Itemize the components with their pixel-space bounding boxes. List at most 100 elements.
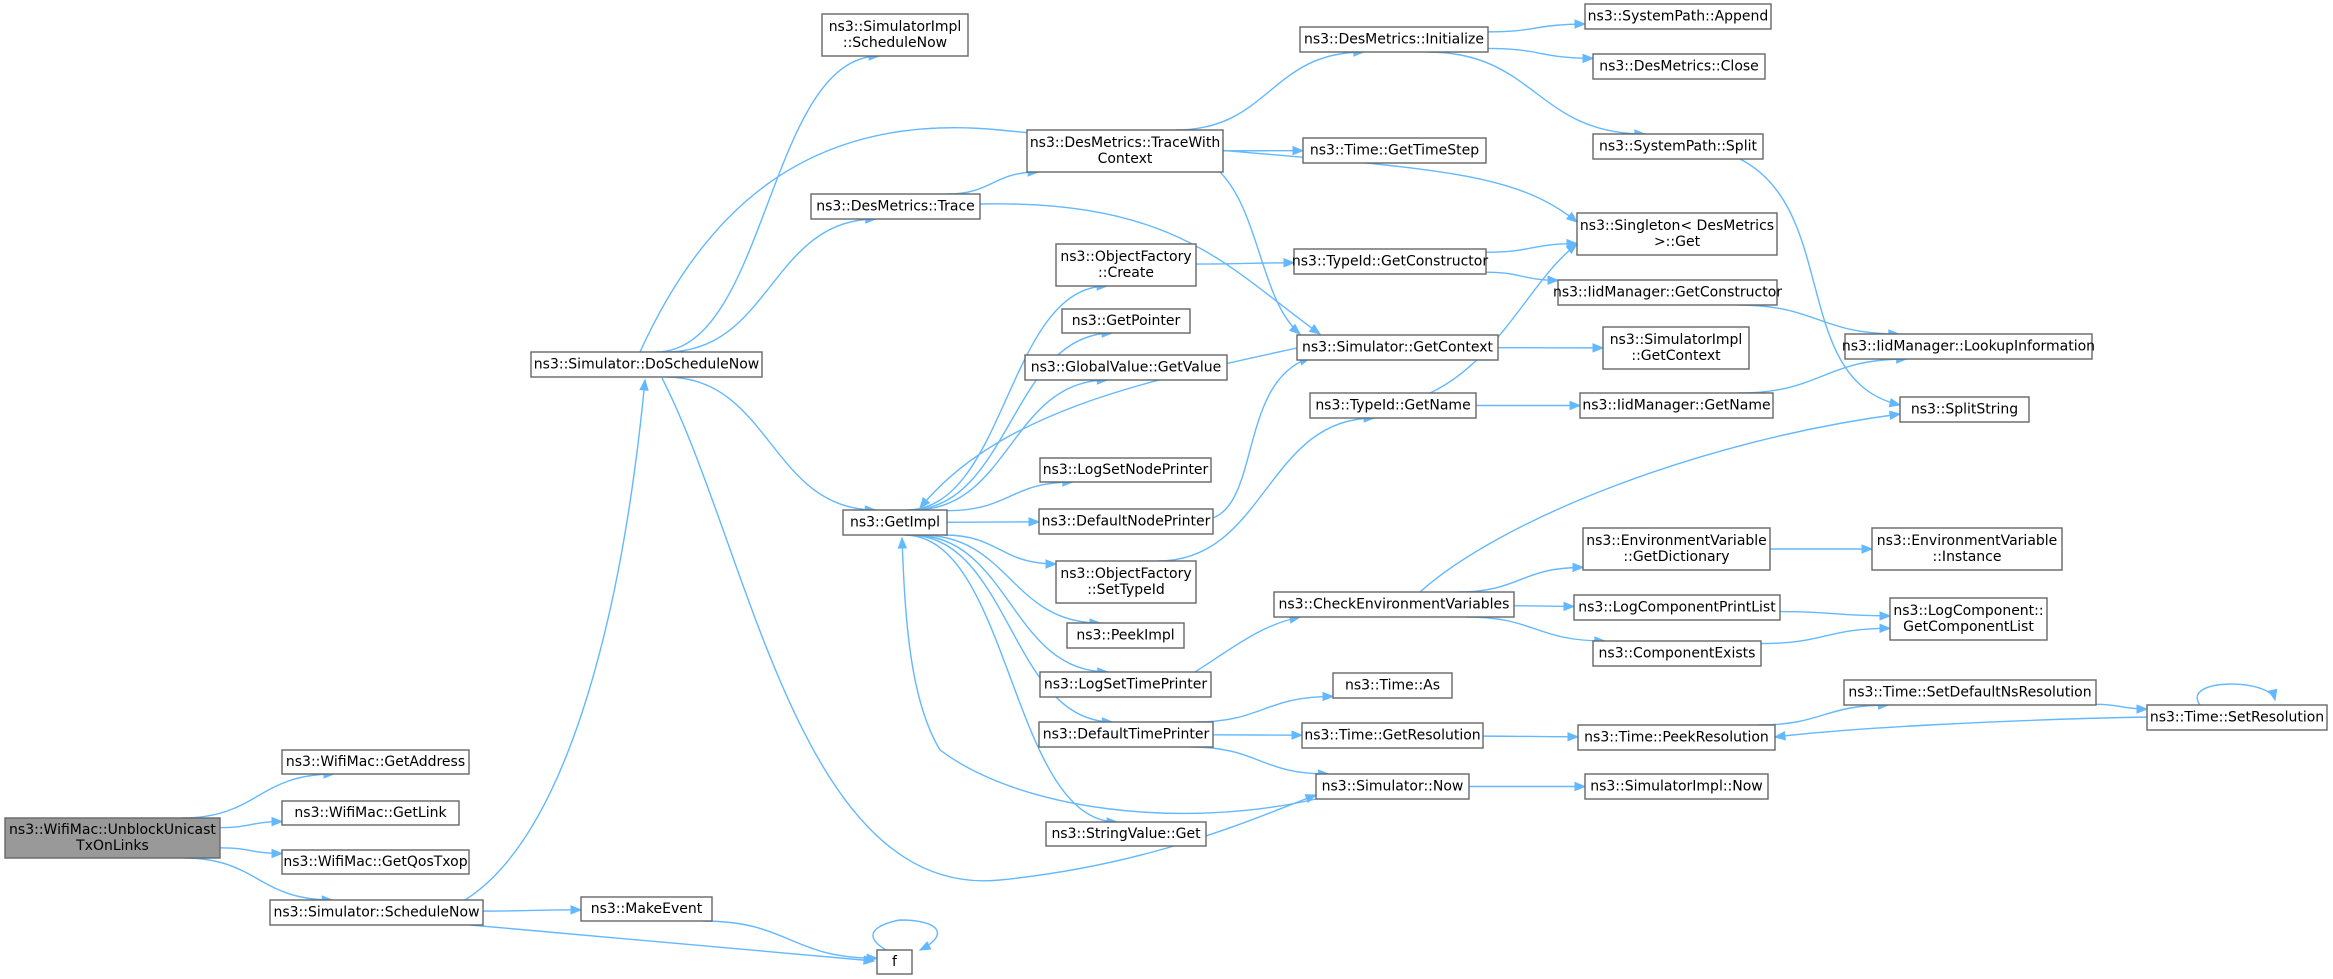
node-label: ns3::IidManager::GetConstructor [1553,285,1782,301]
node-splitstring[interactable]: ns3::SplitString [1899,396,2030,423]
edge-typeidgetname-to-iidgetname [1476,400,1582,411]
node-checkenv[interactable]: ns3::CheckEnvironmentVariables [1273,591,1515,618]
node-logcompprint[interactable]: ns3::LogComponentPrintList [1573,594,1781,621]
node-label: ns3::SimulatorImpl::Now [1590,779,1763,795]
edge-checkenv-to-envgetdict [1457,562,1585,593]
node-label: ns3::LogComponent:: [1893,603,2043,619]
node-box [1039,671,1212,698]
node-label: ns3::SystemPath::Split [1599,139,1757,155]
node-label: TxOnLinks [75,838,149,854]
node-label: ns3::Time::SetResolution [2150,710,2324,726]
node-peekimpl[interactable]: ns3::PeekImpl [1066,622,1185,649]
node-simimplsched[interactable]: ns3::SimulatorImpl::ScheduleNow [821,13,969,57]
node-label: ns3::WifiMac::GetQosTxop [283,854,467,870]
edge-tracewithctx-to-timestep [1222,145,1305,156]
node-timesetres[interactable]: ns3::Time::SetResolution [2146,704,2328,731]
node-getqostxop[interactable]: ns3::WifiMac::GetQosTxop [281,849,470,875]
node-timesetdefns[interactable]: ns3::Time::SetDefaultNsResolution [1843,679,2097,706]
node-typeidgetctor[interactable]: ns3::TypeId::GetConstructor [1292,248,1488,275]
node-box [1273,591,1515,618]
edge-typeidgetname-to-singletonget [1429,243,1579,394]
node-syspathsplit[interactable]: ns3::SystemPath::Split [1592,133,1764,160]
node-ofsettypeid[interactable]: ns3::ObjectFactory::SetTypeId [1055,560,1197,604]
edge-checkenv-to-splitstring [1419,410,1902,593]
node-envinstance[interactable]: ns3::EnvironmentVariable::Instance [1871,527,2063,571]
node-label: ns3::ComponentExists [1599,646,1756,662]
node-syspathappend[interactable]: ns3::SystemPath::Append [1584,3,1772,30]
edge-doschednow-to-simnow [661,377,1318,882]
node-timegetres[interactable]: ns3::Time::GetResolution [1301,722,1484,749]
node-gvgetvalue[interactable]: ns3::GlobalValue::GetValue [1024,354,1228,381]
node-iidgetctor[interactable]: ns3::IidManager::GetConstructor [1553,279,1782,306]
edge-tracewithctx-to-simgetctx [1217,169,1302,335]
node-getlink[interactable]: ns3::WifiMac::GetLink [281,800,460,826]
node-envgetdict[interactable]: ns3::EnvironmentVariable::GetDictionary [1582,527,1771,571]
node-getimpl[interactable]: ns3::GetImpl [842,509,948,536]
node-label: ::GetContext [1631,348,1721,364]
edge-simnow-to-getimpl [897,536,1317,815]
node-getpointer[interactable]: ns3::GetPointer [1061,308,1191,334]
node-box [1024,354,1228,381]
node-box [1055,243,1197,287]
node-label: >::Get [1654,234,1701,250]
node-simgetctx[interactable]: ns3::Simulator::GetContext [1296,334,1499,361]
node-desclose[interactable]: ns3::DesMetrics::Close [1592,53,1766,80]
edge-desinit-to-syspathappend [1487,19,1587,33]
node-label: ns3::IidManager::GetName [1582,398,1770,414]
edge-doschednow-to-desmetricstrace [666,214,878,353]
node-deftimeprinter[interactable]: ns3::DefaultTimePrinter [1038,721,1214,748]
node-timepeekres[interactable]: ns3::Time::PeekResolution [1577,724,1776,751]
node-box [1315,773,1470,800]
node-ofcreate[interactable]: ns3::ObjectFactory::Create [1055,243,1197,287]
node-defnodeprinter[interactable]: ns3::DefaultNodePrinter [1038,508,1214,535]
node-box [281,749,470,775]
node-logsettime[interactable]: ns3::LogSetTimePrinter [1039,671,1212,698]
node-label: ns3::WifiMac::UnblockUnicast [9,822,216,838]
node-schednow[interactable]: ns3::Simulator::ScheduleNow [269,899,484,926]
node-label: ns3::DesMetrics::TraceWith [1030,135,1220,151]
node-box [876,949,913,975]
node-desmetricstrace[interactable]: ns3::DesMetrics::Trace [810,193,981,220]
node-getaddress[interactable]: ns3::WifiMac::GetAddress [281,749,470,775]
node-iidgetname[interactable]: ns3::IidManager::GetName [1579,392,1774,419]
node-box [281,800,460,826]
node-simnow[interactable]: ns3::Simulator::Now [1315,773,1470,800]
node-f[interactable]: f [876,949,913,975]
node-label: ::Create [1098,265,1154,281]
node-label: ::SetTypeId [1087,582,1165,598]
edge-timesetres-to-timesetres [2196,683,2278,706]
node-iidlookup[interactable]: ns3::IidManager::LookupInformation [1842,333,2095,360]
node-logsetnode[interactable]: ns3::LogSetNodePrinter [1039,457,1212,483]
edge-getimpl-to-logsettime [912,534,1110,677]
edge-syspathsplit-to-splitstring [1739,158,1902,408]
node-label: ns3::LogSetNodePrinter [1043,462,1209,478]
edge-getimpl-to-defnodeprinter [946,517,1041,527]
node-label: ::ScheduleNow [843,35,947,51]
node-doschednow[interactable]: ns3::Simulator::DoScheduleNow [530,351,763,378]
node-box [1582,527,1771,571]
node-stringvalueget[interactable]: ns3::StringValue::Get [1045,821,1207,847]
edge-simgetctx-to-getimpl [919,347,1298,510]
node-label: ns3::StringValue::Get [1051,826,1201,842]
node-desinit[interactable]: ns3::DesMetrics::Initialize [1299,26,1489,53]
node-typeidgetname[interactable]: ns3::TypeId::GetName [1309,392,1477,419]
node-makeevent[interactable]: ns3::MakeEvent [580,896,713,922]
node-logcomplist[interactable]: ns3::LogComponent::GetComponentList [1889,597,2048,641]
node-label: ns3::Time::SetDefaultNsResolution [1848,685,2091,701]
node-singletonget[interactable]: ns3::Singleton< DesMetrics >::Get [1576,212,1778,256]
node-label: ns3::GlobalValue::GetValue [1031,360,1221,376]
node-simimplgetctx[interactable]: ns3::SimulatorImpl::GetContext [1602,326,1750,370]
edge-deftimeprinter-to-simnow [1190,746,1330,779]
node-compexists[interactable]: ns3::ComponentExists [1592,640,1762,667]
node-box [1592,640,1762,667]
edge-timesetres-to-timepeekres [1773,716,2148,741]
node-simimplnow[interactable]: ns3::SimulatorImpl::Now [1584,773,1769,800]
node-label: Context [1098,151,1153,167]
node-timeas[interactable]: ns3::Time::As [1332,672,1453,699]
edges-layer [181,19,2278,965]
node-box [1038,508,1214,535]
node-timestep[interactable]: ns3::Time::GetTimeStep [1302,137,1487,164]
